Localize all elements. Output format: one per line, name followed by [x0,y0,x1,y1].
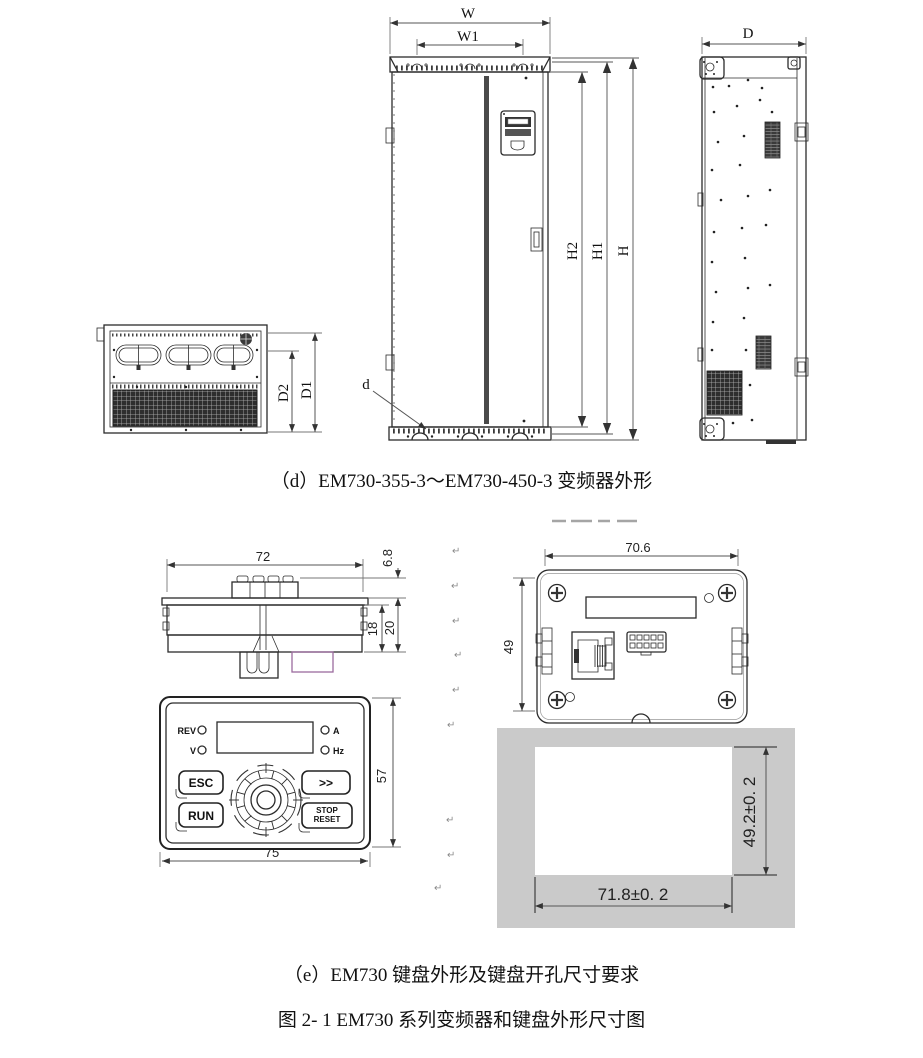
dim-6-8: 6.8 [300,549,406,608]
door-split-bar [484,76,489,424]
top-vent-grid [112,389,258,427]
esc-button [178,770,224,795]
dim-h2: H2 [550,71,588,428]
dim-label-h1: H1 [590,242,606,260]
screw-dots [710,78,774,425]
caption-d: （d）EM730-355-3～EM730-450-3 变频器外形 [270,471,653,492]
inverter-top-view: D2 D1 [96,324,322,434]
caption-e: （e）EM730 键盘外形及键盘开孔尺寸要求 [283,965,640,986]
keypad-cutout-panel: 71.8±0. 2 49.2±0. 2 [497,728,795,928]
figure-caption: 图 2- 1 EM730 系列变频器和键盘外形尺寸图 [277,1010,646,1031]
return-mark-icon: ↵ [454,650,463,661]
return-mark-icon: ↵ [434,883,443,894]
shift-button [301,770,351,795]
top-vents [115,344,254,370]
reset-button-label: RESET [314,815,341,824]
dim-label-h2: H2 [565,242,581,260]
dim-label-h: H [616,245,632,256]
dim-d2: D2 [268,350,322,433]
dim-71-8: 71.8±0. 2 [534,877,733,913]
led-rev [197,725,207,735]
rear-screws [547,583,737,710]
stop-reset-button [301,802,353,829]
inverter-side-view: D [697,26,809,444]
dim-18: 18 [364,604,406,653]
dim-h: H [552,57,639,441]
dim-w: W [389,6,551,54]
esc-button-label: ESC [189,776,214,790]
dim-label-72: 72 [256,549,270,564]
rear-label-slot [585,596,697,619]
rj45-jack [571,631,615,680]
return-mark-icon: ↵ [452,546,461,557]
terminal-block-upper [764,121,781,159]
led-label-hz: Hz [333,746,344,756]
dim-20: 20 [382,598,401,652]
dim-label-49: 49 [501,640,516,654]
led-hz [320,745,330,755]
dim-label-D: D [743,26,754,42]
dim-70-6: 70.6 [544,540,739,566]
pin-header [626,631,667,656]
dim-57: 57 [372,697,401,848]
top-screw-dots [112,348,259,432]
run-button [178,802,224,828]
rear-side-rails [535,627,749,675]
dim-49-2: 49.2±0. 2 [734,746,777,876]
inverter-front-view: W W1 H2 H1 H d [362,6,639,441]
led-label-v: V [190,746,196,756]
dim-label-70-6: 70.6 [625,540,650,555]
run-button-label: RUN [188,809,214,823]
dim-label-18: 18 [365,622,380,636]
return-mark-icon: ↵ [446,815,455,826]
return-mark-icon: ↵ [447,850,456,861]
shift-button-label: >> [319,776,333,790]
display-window [216,721,314,754]
keypad-side-view: 72 6.8 18 20 [161,549,406,679]
dim-w1: W1 [416,29,524,55]
side-vent-grid [706,370,743,416]
cabinet-keypad [500,110,536,156]
return-mark-icon: ↵ [447,720,456,731]
dim-label-71-8: 71.8±0. 2 [598,885,669,904]
dim-d1: D1 [268,332,322,432]
led-label-a: A [333,726,340,736]
dim-label-w: W [461,6,476,22]
dim-72: 72 [166,549,364,592]
stop-button-label: STOP [316,806,338,815]
dim-label-75: 75 [265,845,279,860]
dim-label-57: 57 [374,769,389,783]
keypad-connector-alt [291,651,334,673]
terminal-block-lower [755,335,772,370]
dim-label-w1: W1 [457,29,479,45]
dim-h1: H1 [552,61,613,435]
return-mark-icon: ↵ [451,581,460,592]
dim-label-d2: D2 [276,384,292,402]
dim-49: 49 [501,577,535,712]
return-mark-icon: ↵ [452,685,461,696]
dim-label-6-8: 6.8 [380,549,395,567]
return-mark-icon: ↵ [452,616,461,627]
keypad-buttons [178,770,353,829]
dim-label-49-2: 49.2±0. 2 [740,777,759,848]
keypad-rear-view: 70.6 49 [501,519,749,724]
dim-d-hole: d [362,377,427,430]
keypad-front-view: REV V A Hz ESC RUN >> STOP RESET [159,696,401,867]
dim-label-d1: D1 [299,381,315,399]
led-label-rev: REV [177,726,196,736]
rotary-knob [229,763,303,837]
led-v [197,745,207,755]
dim-d: D [701,26,807,54]
dim-label-20: 20 [382,621,397,635]
cutout-hole [535,747,732,875]
dim-75: 75 [159,845,371,867]
lifting-slots [406,63,534,70]
dim-label-d-hole: d [362,377,370,393]
led-a [320,725,330,735]
